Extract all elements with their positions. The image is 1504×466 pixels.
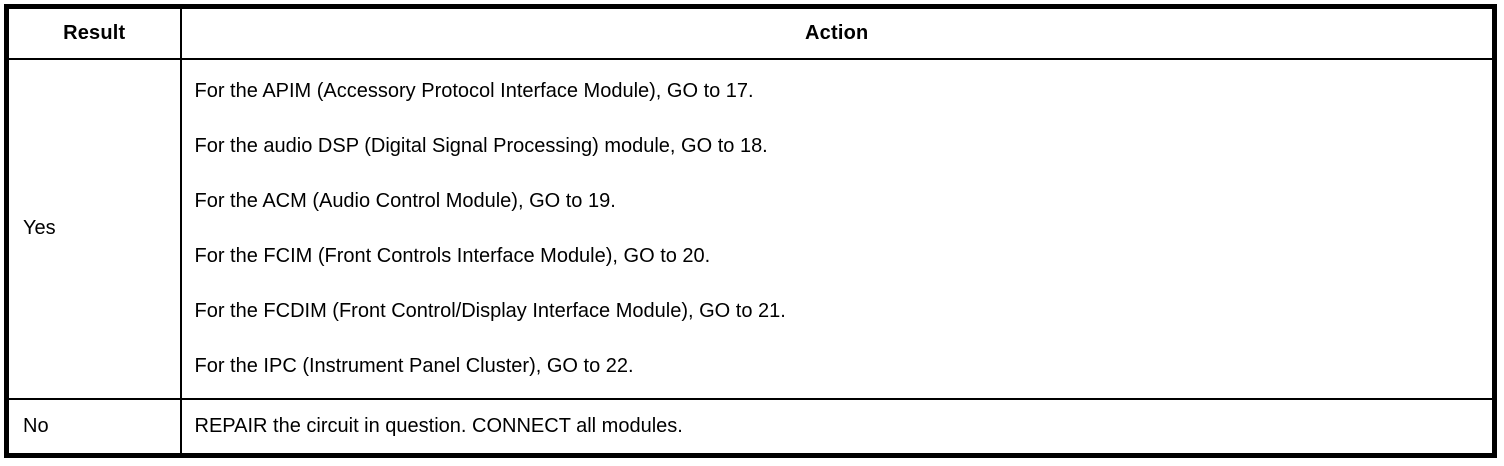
column-header-result: Result [5,5,182,60]
action-line-repair: REPAIR the circuit in question. CONNECT … [194,415,683,438]
table-row-yes: Yes For the APIM (Accessory Protocol Int… [5,57,1496,400]
table-row-no: No REPAIR the circuit in question. CONNE… [5,397,1496,457]
action-line-apim: For the APIM (Accessory Protocol Interfa… [194,80,754,102]
action-cell-no: REPAIR the circuit in question. CONNECT … [179,397,1496,457]
result-action-table: Result Action Yes For the APIM (Accessor… [4,4,1497,458]
action-line-ipc: For the IPC (Instrument Panel Cluster), … [194,355,634,377]
result-cell-no: No [5,397,182,457]
action-line-fcim: For the FCIM (Front Controls Interface M… [194,245,711,267]
header-row: Result Action [5,5,1496,60]
action-line-acm: For the ACM (Audio Control Module), GO t… [194,190,616,212]
result-cell-yes: Yes [5,57,182,400]
action-line-audio-dsp: For the audio DSP (Digital Signal Proces… [194,135,768,157]
action-line-fcdim: For the FCDIM (Front Control/Display Int… [194,300,786,322]
column-header-action: Action [179,5,1496,60]
action-cell-yes: For the APIM (Accessory Protocol Interfa… [179,57,1496,400]
